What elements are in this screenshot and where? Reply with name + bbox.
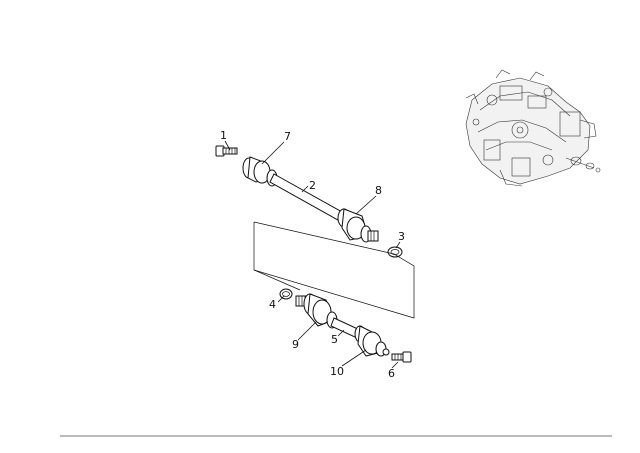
cv-joint-outer-10 <box>354 325 390 357</box>
callout-labels: 1 7 2 8 3 4 9 5 10 6 <box>220 129 405 380</box>
cv-joint-inner-9 <box>295 293 338 329</box>
circlip-3 <box>387 246 403 258</box>
callout-1: 1 <box>220 129 227 142</box>
callout-9: 9 <box>292 338 299 351</box>
leader-lines <box>224 140 401 369</box>
callout-8: 8 <box>375 184 382 197</box>
cv-joint-outer-7 <box>242 156 278 187</box>
bolt-6 <box>391 351 412 363</box>
lower-driveshaft-assembly <box>279 288 412 363</box>
callout-2: 2 <box>309 179 316 192</box>
engine-location-inset <box>465 69 601 187</box>
callout-7: 7 <box>284 130 291 143</box>
callout-10: 10 <box>330 365 344 378</box>
callout-5: 5 <box>331 333 338 346</box>
callout-4: 4 <box>269 298 276 311</box>
circlip-4 <box>279 288 293 300</box>
upper-driveshaft-assembly <box>215 145 403 258</box>
bolt-1 <box>215 145 238 157</box>
callout-3: 3 <box>398 230 405 243</box>
callout-6: 6 <box>388 367 395 380</box>
cv-joint-inner-8 <box>337 208 379 243</box>
shaft-2 <box>269 173 343 221</box>
alternate-shaft-bracket <box>253 221 415 319</box>
